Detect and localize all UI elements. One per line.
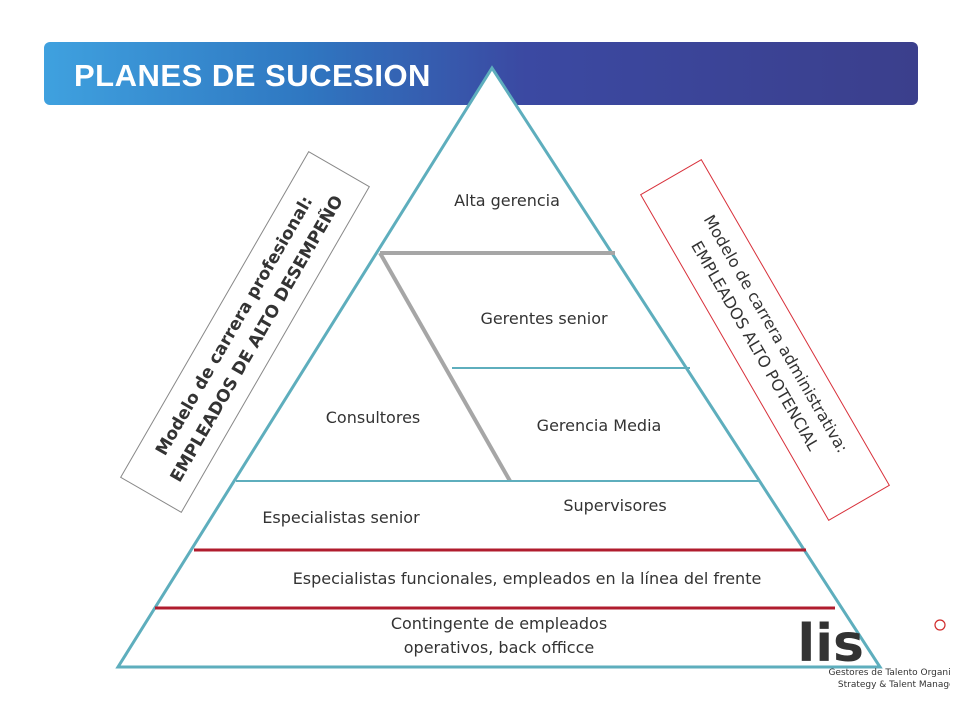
right-box-border — [640, 159, 890, 521]
logo-mark: lis — [797, 614, 864, 674]
left-box-border — [120, 151, 370, 513]
level-especialistas-senior: Especialistas senior — [262, 508, 420, 527]
level-gerencia-media: Gerencia Media — [537, 416, 662, 435]
company-logo: lis Gestores de Talento Organizacional S… — [797, 614, 950, 690]
logo-tagline-line1: Gestores de Talento Organizacional — [828, 668, 950, 678]
level-gerentes-senior: Gerentes senior — [480, 309, 608, 328]
level-contingente-line2: operativos, back officce — [404, 638, 594, 657]
level-contingente-line1: Contingente de empleados — [391, 614, 607, 633]
logo-tagline-line2: Strategy & Talent Management — [838, 680, 950, 690]
slide-title: PLANES DE SUCESION — [74, 58, 431, 93]
level-consultores: Consultores — [326, 408, 421, 427]
divider-diagonal — [378, 252, 512, 482]
level-supervisores: Supervisores — [563, 496, 666, 515]
level-especialistas-funcionales: Especialistas funcionales, empleados en … — [293, 569, 762, 588]
level-alta-gerencia: Alta gerencia — [454, 191, 560, 210]
logo-registered-icon — [934, 619, 946, 631]
